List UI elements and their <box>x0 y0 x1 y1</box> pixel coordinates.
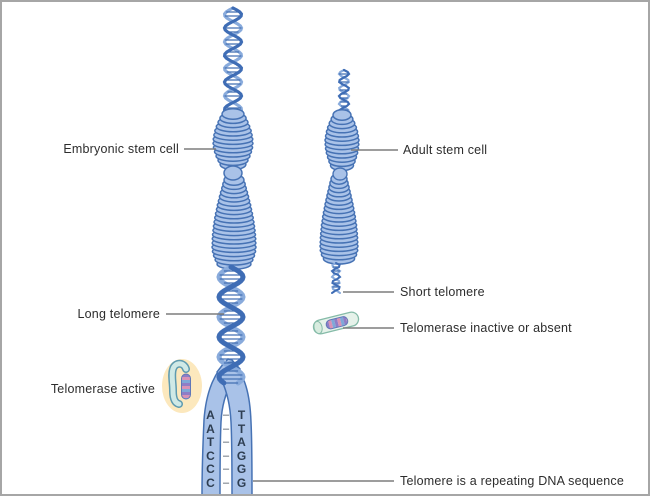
short-telomere-squiggle <box>330 262 342 294</box>
base-pair-separator: – <box>222 436 230 449</box>
base-pair-row: C–G <box>200 449 252 463</box>
base-letter-right: T <box>237 421 246 436</box>
base-pair-separator: – <box>222 449 230 462</box>
base-letter-right: G <box>236 462 247 477</box>
base-letter-right: G <box>236 475 247 490</box>
rna-capsule <box>181 374 191 399</box>
adult-chromosome <box>319 68 360 265</box>
embryonic-chromosome <box>211 6 257 270</box>
base-pair-separator: – <box>222 476 230 489</box>
base-pair-row: C–G <box>200 462 252 476</box>
label-short-telomere: Short telomere <box>400 285 485 299</box>
telomerase-inactive-icon <box>312 311 360 335</box>
label-telomere-repeat: Telomere is a repeating DNA sequence <box>400 474 624 488</box>
base-letter-left: C <box>206 448 215 463</box>
base-pair-separator: – <box>222 409 230 421</box>
base-letter-right: T <box>237 408 246 422</box>
base-letter-right: A <box>237 435 246 450</box>
label-long-telomere: Long telomere <box>77 307 160 321</box>
long-telomere-helix <box>216 264 246 386</box>
base-letter-left: C <box>206 462 215 477</box>
telomerase-active-icon <box>162 359 202 413</box>
base-pair-row: A–T <box>200 408 252 422</box>
base-pair-row: A–T <box>200 422 252 436</box>
label-adult-stem-cell: Adult stem cell <box>403 143 488 157</box>
base-pair-separator: – <box>222 463 230 476</box>
base-letter-left: T <box>206 435 215 450</box>
telomere-ribbon-strands <box>201 358 253 494</box>
base-letter-right: G <box>236 448 247 463</box>
base-letter-left: A <box>206 421 215 436</box>
base-pair-row: T–A <box>200 435 252 449</box>
ribbon-left <box>201 358 241 494</box>
ribbon-right <box>216 361 253 494</box>
label-telomerase-inactive: Telomerase inactive or absent <box>400 321 572 335</box>
label-embryonic-stem-cell: Embryonic stem cell <box>63 142 179 156</box>
base-letter-left: A <box>206 408 215 422</box>
label-telomerase-active: Telomerase active <box>50 382 155 396</box>
base-pair-row: C–G <box>200 476 252 490</box>
base-letter-left: C <box>206 475 215 490</box>
base-pair-separator: – <box>222 422 230 435</box>
